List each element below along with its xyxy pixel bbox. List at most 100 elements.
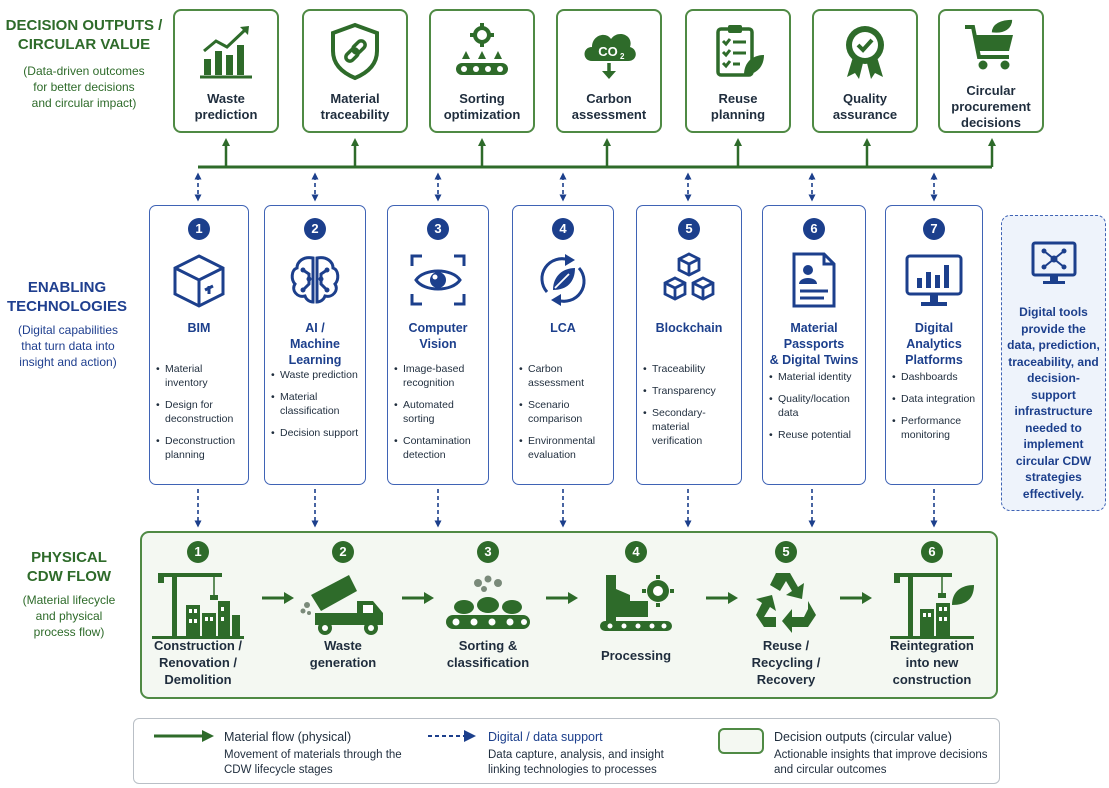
tech-feature: Contamination detection [394, 434, 484, 462]
legend-material-flow-desc: Movement of materials through the CDW li… [224, 748, 402, 778]
stage-name: Waste generation [278, 637, 408, 671]
stage-number-badge: 3 [477, 541, 499, 563]
output-carbon-assessment: CO 2 Carbon assessment [556, 9, 662, 133]
output-label: Waste prediction [179, 91, 273, 123]
output-label-line: Waste [207, 91, 245, 106]
tech-number-badge: 1 [188, 218, 210, 240]
tech-feature: Decision support [271, 426, 361, 440]
stage-name-line: Sorting & [458, 638, 518, 653]
ai-brain-icon [265, 250, 365, 312]
tech-name-line: & Digital Twins [769, 353, 859, 367]
stage-name-line: generation [309, 655, 377, 670]
dump-truck-icon [288, 565, 398, 641]
legend-digital-support-title: Digital / data support [488, 730, 603, 744]
tech-bim: 1 BIM Material inventory Design for deco… [149, 205, 249, 485]
tech-name-line: Material Passports [783, 321, 845, 351]
outputs-section-title: DECISION OUTPUTS / CIRCULAR VALUE [4, 16, 164, 54]
output-label-line: planning [710, 107, 766, 122]
tech-feature: Data integration [892, 392, 978, 406]
output-label-line: Carbon [586, 91, 632, 106]
tech-feature: Material inventory [156, 362, 244, 390]
output-label: Reuse planning [691, 91, 785, 123]
legend-digital-support-desc: Data capture, analysis, and insight link… [488, 748, 664, 778]
tech-feature: Carbon assessment [519, 362, 609, 390]
flow-sub-line: (Material lifecycle [22, 593, 116, 607]
cart-leaf-icon [940, 17, 1042, 79]
tech-feature: Reuse potential [769, 428, 861, 442]
digital-tools-info-box: Digital tools provide the data, predicti… [1001, 215, 1106, 511]
output-sorting-optimization: Sorting optimization [429, 9, 535, 133]
tech-name-line: Platforms [905, 353, 963, 367]
tech-name: LCA [515, 320, 611, 336]
tech-feature: Material identity [769, 370, 861, 384]
output-label-line: Quality [842, 91, 888, 106]
legend-desc-line: Data capture, analysis, and insight [488, 749, 664, 761]
material-passport-icon [763, 250, 865, 312]
physical-flow-container [140, 531, 998, 699]
tech-lca: 4 LCA Carbon assessment Scenario compari… [512, 205, 614, 485]
legend-material-flow-arrow [154, 730, 214, 742]
legend-desc-line: Movement of materials through the [224, 749, 402, 761]
tech-feature: Waste prediction [271, 368, 361, 382]
blockchain-cubes-icon [637, 250, 741, 312]
co2-subscript: 2 [620, 52, 625, 61]
stage-name-line: Recycling / [751, 655, 821, 670]
tech-feature: Dashboards [892, 370, 978, 384]
stage-name-line: Reintegration [890, 638, 974, 653]
output-label: Circular procurement decisions [944, 83, 1038, 131]
legend-digital-support-arrow [428, 730, 476, 742]
stage-name: Reuse / Recycling / Recovery [721, 637, 851, 688]
tech-feature-list: Image-based recognition Automated sortin… [394, 362, 484, 470]
stage-name: Processing [571, 647, 701, 664]
network-monitor-icon [1002, 240, 1105, 288]
output-label-line: traceability [320, 107, 390, 122]
output-reuse-planning: Reuse planning [685, 9, 791, 133]
tech-name-line: Computer [408, 321, 468, 335]
stage-name-line: into new [905, 655, 959, 670]
tech-feature: Traceability [643, 362, 737, 376]
analytics-monitor-icon [886, 250, 982, 312]
sorting-belt-icon [433, 565, 543, 641]
tech-feature-list: Material inventory Design for deconstruc… [156, 362, 244, 470]
flow-title-line-2: CDW FLOW [26, 568, 112, 585]
flow-sub-line: process flow) [33, 625, 105, 639]
tech-sub-line: that turn data into [21, 339, 115, 353]
outputs-sub-line: for better decisions [33, 80, 135, 94]
output-label-line: Material [330, 91, 380, 106]
reintegration-crane-icon [877, 565, 987, 641]
output-label: Quality assurance [818, 91, 912, 123]
vision-eye-icon [388, 250, 488, 312]
output-label-line: assessment [571, 107, 647, 122]
tech-feature-list: Material identity Quality/location data … [769, 370, 861, 450]
legend-desc-line: CDW lifecycle stages [224, 764, 333, 776]
output-material-traceability: Material traceability [302, 9, 408, 133]
recycling-icon [731, 565, 841, 641]
bim-cube-icon [150, 250, 248, 312]
stage-name-line: Renovation / [158, 655, 237, 670]
tech-feature-list: Traceability Transparency Secondary-mate… [643, 362, 737, 456]
processing-machine-icon [581, 565, 691, 641]
tech-name-line: Digital Analytics [906, 321, 962, 351]
tech-feature: Scenario comparison [519, 398, 609, 426]
stage-number-badge: 5 [775, 541, 797, 563]
tech-name-line: Blockchain [655, 321, 723, 335]
tech-number-badge: 4 [552, 218, 574, 240]
tech-name: Computer Vision [390, 320, 486, 352]
legend-decision-output-desc: Actionable insights that improve decisio… [774, 748, 988, 778]
stage-name: Sorting & classification [423, 637, 553, 671]
quality-badge-icon [814, 21, 916, 83]
output-label-line: prediction [194, 107, 258, 122]
lca-leaf-cycle-icon [513, 250, 613, 312]
tech-computer-vision: 3 Computer Vision Image-based recognitio… [387, 205, 489, 485]
stage-name-line: Reuse / [762, 638, 810, 653]
output-waste-prediction: Waste prediction [173, 9, 279, 133]
tech-sub-line: (Digital capabilities [17, 323, 119, 337]
tech-name: Material Passports & Digital Twins [765, 320, 863, 368]
tech-feature: Design for deconstruction [156, 398, 244, 426]
tech-name-line: BIM [187, 321, 211, 335]
output-circular-procurement: Circular procurement decisions [938, 9, 1044, 133]
tech-feature-list: Dashboards Data integration Performance … [892, 370, 978, 450]
legend: Material flow (physical) Movement of mat… [133, 718, 1000, 784]
tech-feature: Image-based recognition [394, 362, 484, 390]
